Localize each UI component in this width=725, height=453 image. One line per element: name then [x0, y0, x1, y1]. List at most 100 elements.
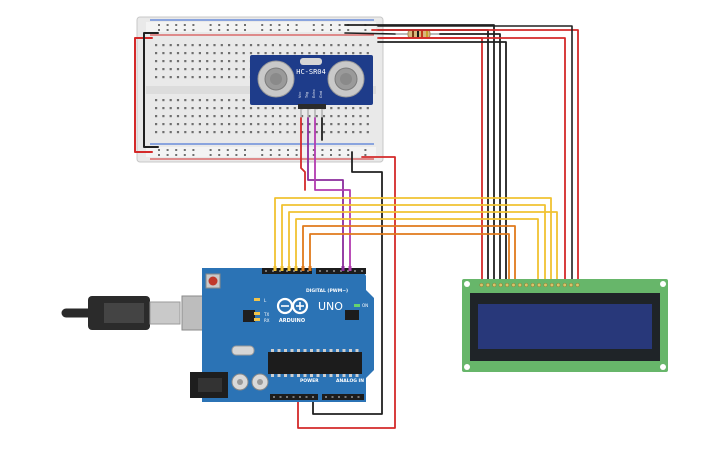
- breadboard-hole: [228, 68, 231, 71]
- breadboard-hole: [359, 131, 362, 134]
- header-hole: [265, 270, 267, 272]
- breadboard-hole: [235, 44, 238, 47]
- breadboard-hole: [191, 123, 194, 126]
- breadboard-hole: [308, 123, 311, 126]
- wire-sensor-vcc[interactable]: [300, 117, 306, 191]
- led-rx: [254, 318, 260, 321]
- rail-hole: [269, 154, 272, 156]
- lcd-pin: [498, 282, 503, 288]
- breadboard-hole: [169, 60, 172, 63]
- rail-hole: [312, 149, 315, 151]
- wire-sensor-echo[interactable]: [314, 117, 351, 271]
- rail-hole: [192, 29, 195, 31]
- breadboard-hole: [279, 52, 282, 55]
- breadboard-hole: [176, 123, 180, 126]
- chip-pin: [355, 374, 359, 377]
- chip-pin: [297, 374, 300, 377]
- rail-hole: [261, 29, 264, 31]
- header-hole: [292, 396, 295, 398]
- breadboard-hole: [271, 52, 274, 55]
- breadboard-hole: [169, 44, 172, 47]
- breadboard-hole: [191, 131, 194, 134]
- breadboard-hole: [206, 68, 209, 71]
- rail-hole: [312, 24, 315, 26]
- resistor[interactable]: [395, 29, 440, 39]
- breadboard-hole: [352, 131, 355, 134]
- breadboard-hole: [155, 131, 158, 134]
- rail-hole: [338, 24, 341, 26]
- rail-hole: [218, 29, 221, 31]
- breadboard-hole: [359, 123, 362, 126]
- wire-rw-lcd[interactable]: [377, 41, 507, 284]
- rail-hole: [218, 154, 221, 156]
- breadboard-hole: [366, 52, 369, 55]
- breadboard-hole: [249, 115, 253, 118]
- breadboard-hole: [352, 123, 355, 126]
- rail-hole: [175, 24, 178, 26]
- hc-sr04-sensor[interactable]: HC-SR04 Vcc Trig Echo Gnd: [250, 55, 373, 118]
- sensor-pin-trig: Trig: [305, 92, 309, 99]
- chip-pin: [284, 374, 287, 377]
- header-hole: [307, 270, 309, 272]
- rail-hole: [287, 24, 289, 26]
- breadboard-hole: [352, 115, 355, 118]
- breadboard-hole: [198, 76, 201, 79]
- rail-hole: [209, 29, 212, 31]
- breadboard-hole: [366, 131, 369, 134]
- breadboard-hole: [206, 107, 209, 110]
- breadboard-hole: [235, 123, 238, 126]
- breadboard-hole: [344, 131, 347, 134]
- breadboard-hole: [176, 68, 180, 71]
- breadboard-hole: [184, 115, 187, 118]
- wire-sensor-trig[interactable]: [307, 117, 344, 271]
- power-pin-holes: [273, 396, 360, 398]
- breadboard-hole: [206, 60, 209, 63]
- breadboard-hole: [206, 123, 209, 126]
- wire-rail-bridge-black[interactable]: [143, 32, 159, 148]
- breadboard-hole: [315, 115, 318, 118]
- breadboard-hole: [235, 68, 238, 71]
- wire-lcd-d4[interactable]: [295, 218, 539, 284]
- wire-lcd-d5[interactable]: [288, 211, 558, 284]
- breadboard-hole: [322, 44, 326, 47]
- wire-backlight-cathode[interactable]: [377, 25, 573, 284]
- wire-arduino-gnd[interactable]: [312, 151, 383, 415]
- header-hole: [333, 270, 335, 272]
- breadboard-hole: [176, 115, 180, 118]
- arduino-uno[interactable]: ARDUINO UNO TX RX L ON DIGITAL (PWM~) PO…: [61, 268, 374, 402]
- breadboard-hole: [264, 44, 267, 47]
- wire-rail-to-resistor[interactable]: [344, 32, 396, 35]
- rail-hole: [209, 149, 212, 151]
- wire-lcd-rs[interactable]: [309, 233, 510, 284]
- wire-backlight-anode[interactable]: [371, 29, 579, 284]
- wire-lcd-d7[interactable]: [274, 197, 552, 284]
- lcd-display[interactable]: [462, 279, 668, 372]
- icsp-header: [345, 310, 359, 320]
- breadboard-hole: [162, 107, 165, 110]
- wire-resistor-to-lcd-v0[interactable]: [439, 33, 501, 284]
- breadboard-hole: [330, 115, 333, 118]
- breadboard-hole: [322, 123, 326, 126]
- wire-lcd-d6[interactable]: [281, 204, 546, 284]
- rail-hole: [166, 149, 169, 151]
- header-hole: [351, 396, 353, 398]
- breadboard-hole: [242, 52, 245, 55]
- breadboard-hole: [155, 44, 158, 47]
- breadboard-hole: [162, 99, 165, 102]
- wire-vcc-lcd[interactable]: [377, 37, 483, 284]
- wire-gnd-lcd[interactable]: [344, 24, 495, 284]
- rail-hole: [235, 154, 238, 156]
- breadboard-hole: [286, 52, 289, 55]
- wire-lcd-e[interactable]: [302, 225, 516, 284]
- breadboard-hole: [315, 52, 318, 55]
- wire-arduino-5v[interactable]: [297, 156, 396, 429]
- breadboard-hole: [220, 107, 223, 110]
- breadboard-hole: [235, 107, 238, 110]
- breadboard-hole: [279, 131, 282, 134]
- rail-hole: [183, 29, 186, 31]
- breadboard-hole: [162, 131, 165, 134]
- wire-backlight-vcc[interactable]: [379, 37, 566, 284]
- header-hole: [331, 396, 334, 398]
- rail-hole: [347, 149, 350, 151]
- breadboard-hole: [184, 52, 187, 55]
